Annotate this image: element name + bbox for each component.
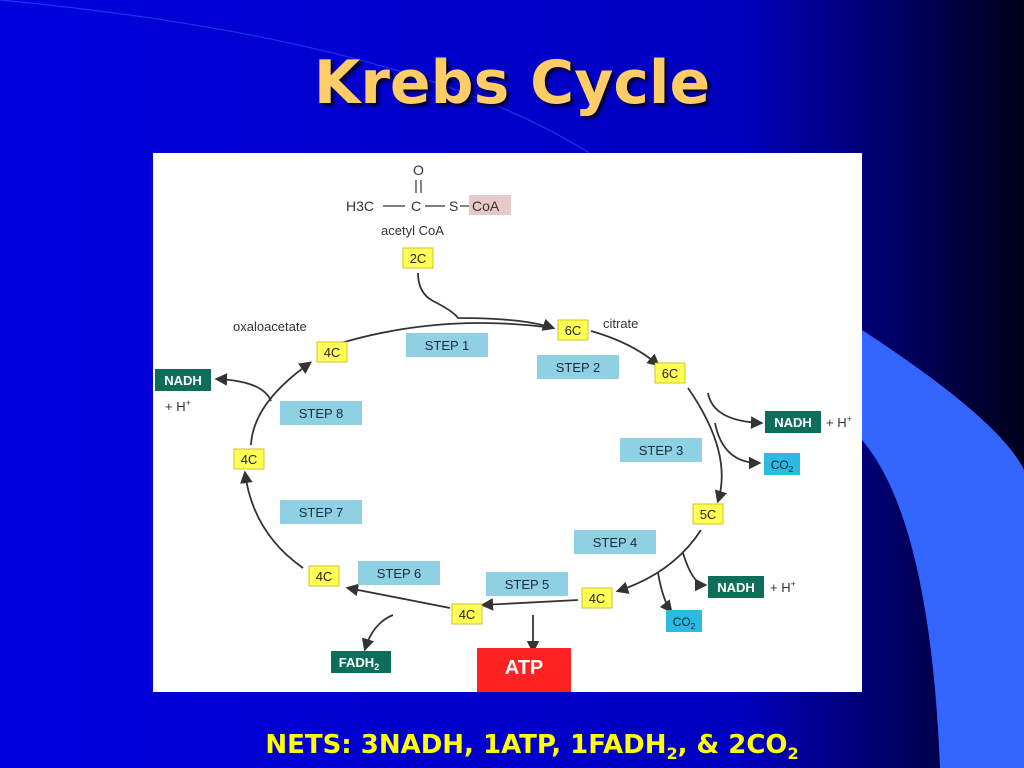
svg-text:NADH: NADH <box>774 415 812 430</box>
step-4-box: STEP 4 <box>574 530 656 554</box>
step-7-box: STEP 7 <box>280 500 362 524</box>
step-2-box: STEP 2 <box>537 355 619 379</box>
net-products-summary: NETS: 3NADH, 1ATP, 1FADH2, & 2CO2 <box>265 730 799 764</box>
oxygen-atom: O <box>413 162 424 178</box>
carbon-4c-step5: 4C <box>451 603 483 625</box>
svg-text:STEP 6: STEP 6 <box>377 566 422 581</box>
fadh2-product: FADH2 <box>331 651 391 673</box>
carbon-6c-isocitrate: 6C <box>654 362 686 384</box>
svg-text:STEP 8: STEP 8 <box>299 406 344 421</box>
svg-text:4C: 4C <box>324 345 341 360</box>
atp-product-box: ATP <box>477 648 571 692</box>
nadh-product-step4: NADH + H+ <box>708 576 796 598</box>
svg-text:4C: 4C <box>589 591 606 606</box>
cycle-arrows <box>240 272 728 611</box>
step-1-box: STEP 1 <box>406 333 488 357</box>
carbon-6c-citrate: 6C <box>557 319 589 341</box>
svg-text:4C: 4C <box>241 452 258 467</box>
nadh-product-step3: NADH + H+ <box>765 411 852 433</box>
svg-text:+ H+: + H+ <box>826 414 852 430</box>
carbon-4c-step4: 4C <box>581 587 613 609</box>
carbon-4c-step7: 4C <box>233 448 265 470</box>
coa-text: CoA <box>472 198 500 214</box>
step-6-box: STEP 6 <box>358 561 440 585</box>
nadh-product-step8: NADH + H+ <box>155 369 211 414</box>
krebs-cycle-diagram: O H3C C S CoA acetyl CoA <box>155 162 852 673</box>
sulfur-atom: S <box>449 198 458 214</box>
svg-text:2C: 2C <box>410 251 427 266</box>
decorative-swoosh <box>862 330 1024 768</box>
step-8-box: STEP 8 <box>280 401 362 425</box>
svg-text:STEP 1: STEP 1 <box>425 338 470 353</box>
acetyl-coa-structure: O H3C C S CoA acetyl CoA <box>346 162 511 238</box>
svg-text:NADH: NADH <box>717 580 755 595</box>
carbon-4c-oxaloacetate: 4C <box>316 341 348 363</box>
krebs-cycle-diagram-panel: O H3C C S CoA acetyl CoA <box>153 153 862 692</box>
methyl-group: H3C <box>346 198 374 214</box>
acetyl-coa-label: acetyl CoA <box>381 223 444 238</box>
svg-text:CO2: CO2 <box>673 615 696 631</box>
svg-text:STEP 5: STEP 5 <box>505 577 550 592</box>
svg-text:STEP 4: STEP 4 <box>593 535 638 550</box>
coa-highlight <box>469 195 511 215</box>
carbon-4c-step6: 4C <box>308 565 340 587</box>
co2-product-step4: CO2 <box>666 610 702 632</box>
svg-text:4C: 4C <box>459 607 476 622</box>
carbon-2c-acetyl: 2C <box>402 247 434 269</box>
svg-text:6C: 6C <box>565 323 582 338</box>
svg-text:+ H+: + H+ <box>770 579 796 595</box>
svg-text:+ H+: + H+ <box>165 398 191 414</box>
svg-text:NADH: NADH <box>164 373 202 388</box>
product-arrows <box>214 373 764 654</box>
svg-text:6C: 6C <box>662 366 679 381</box>
slide-title: Krebs Cycle <box>313 48 711 118</box>
svg-text:STEP 7: STEP 7 <box>299 505 344 520</box>
carbon-5c: 5C <box>692 503 724 525</box>
step-3-box: STEP 3 <box>620 438 702 462</box>
svg-text:4C: 4C <box>316 569 333 584</box>
oxaloacetate-label: oxaloacetate <box>233 319 307 334</box>
svg-text:STEP 3: STEP 3 <box>639 443 684 458</box>
step-5-box: STEP 5 <box>486 572 568 596</box>
svg-text:5C: 5C <box>700 507 717 522</box>
svg-text:CO2: CO2 <box>771 458 794 474</box>
citrate-label: citrate <box>603 316 638 331</box>
carbonyl-carbon: C <box>411 198 421 214</box>
svg-text:STEP 2: STEP 2 <box>556 360 601 375</box>
svg-text:FADH2: FADH2 <box>339 655 379 672</box>
co2-product-step3: CO2 <box>764 453 800 475</box>
